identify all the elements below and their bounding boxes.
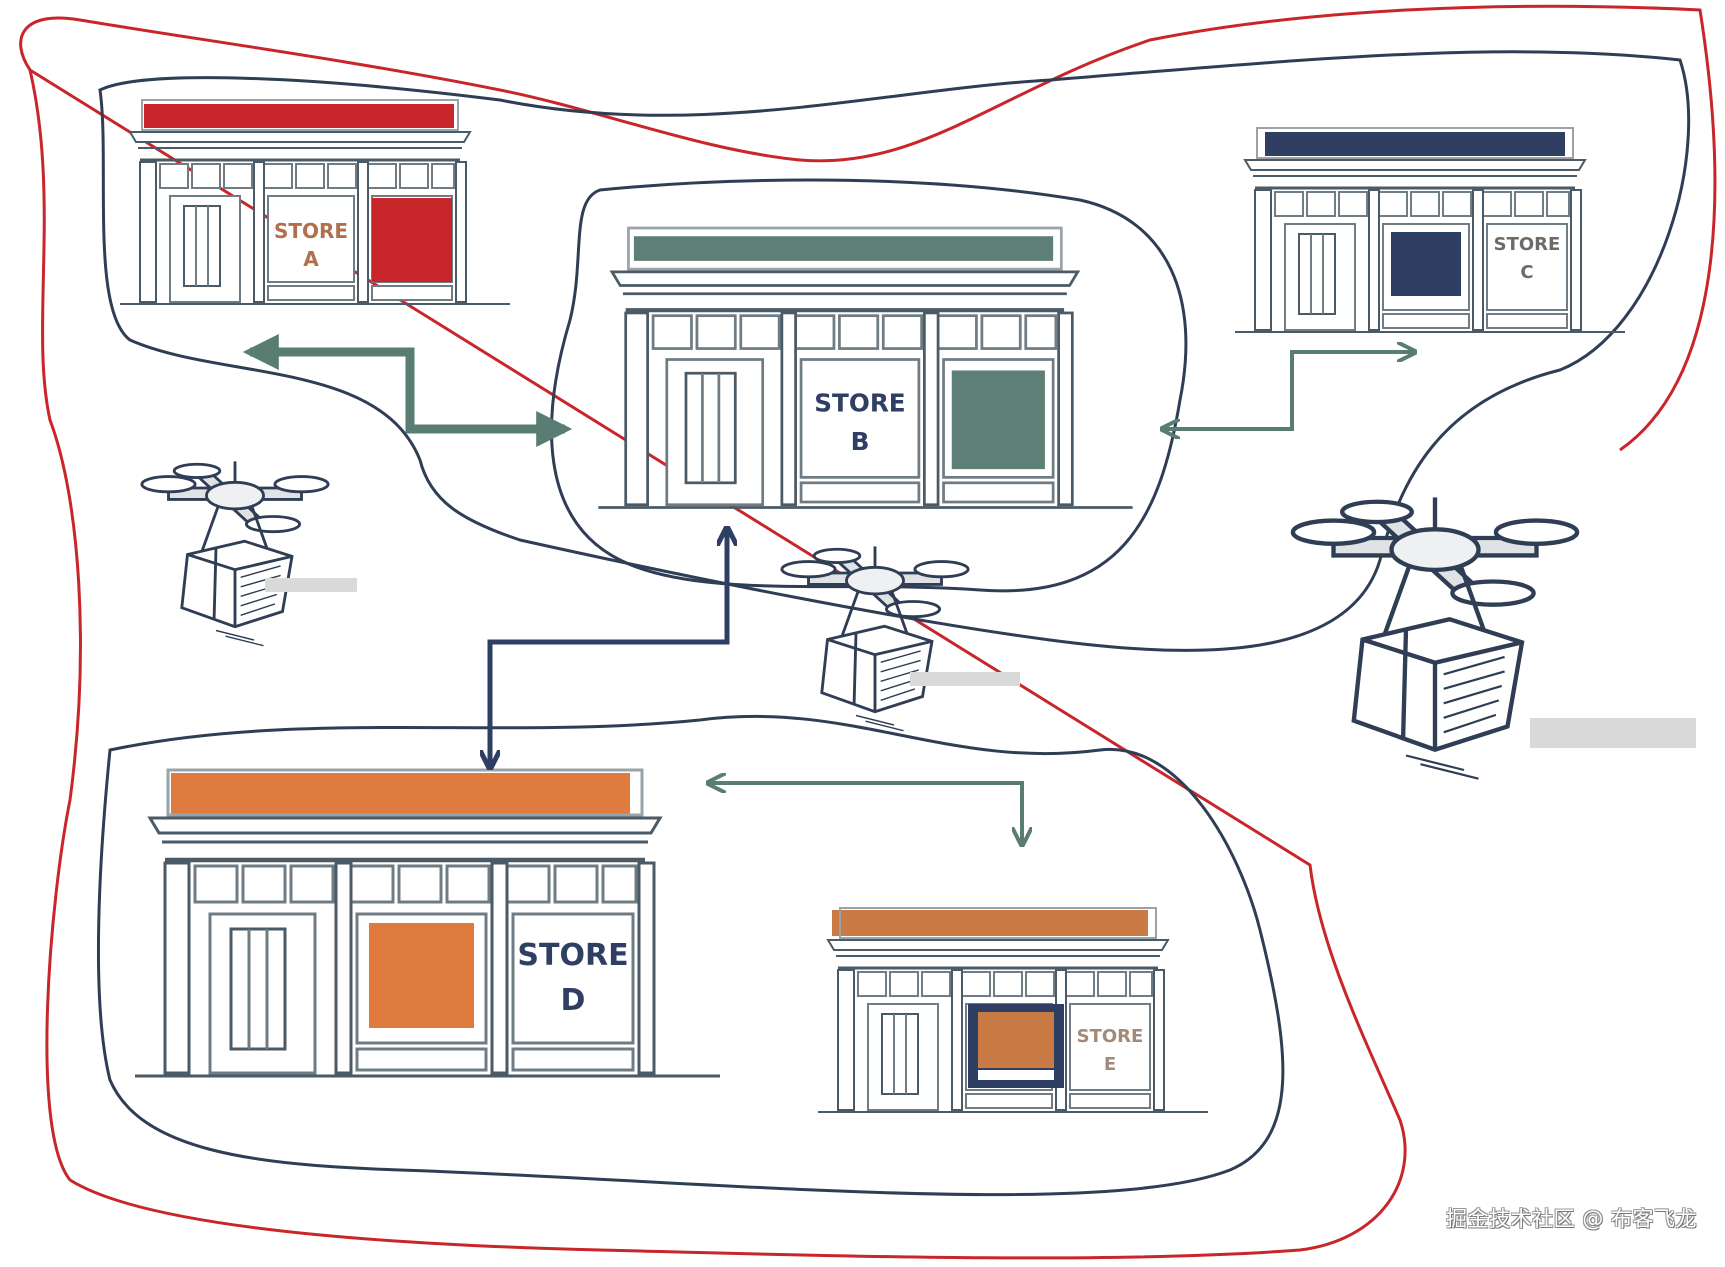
arrow-a-b [242,334,573,447]
store-e-sign [832,910,1148,936]
store-d: STORE D [135,770,720,1076]
drone-left-shadow-tag [265,578,357,592]
store-e-letter: E [1104,1054,1116,1075]
store-d-letter: D [561,983,586,1018]
store-b-window [951,370,1045,470]
store-c: STORE C [1233,126,1627,334]
store-b-label: STORE [814,389,905,418]
store-b: STORE B [598,228,1132,507]
drone-left [140,459,330,648]
store-a-window [372,198,452,282]
store-e: STORE E [816,906,1210,1114]
watermark: 掘金技术社区 @ 布客飞龙 [1446,1207,1697,1231]
store-c-window [1391,232,1461,296]
arrow-b-c [1162,352,1415,429]
store-a-label: STORE [274,219,348,243]
store-d-window [369,923,474,1028]
store-d-sign [171,773,630,815]
drone-center [780,544,970,733]
store-a: STORE A [118,98,512,306]
store-b-letter: B [851,427,870,456]
arrow-b-d [490,528,727,768]
store-a-sign [144,104,454,128]
drone-center-shadow-tag [910,672,1020,686]
arrow-d-e [708,783,1022,845]
store-c-letter: C [1520,262,1533,283]
outer-boundary [19,4,1717,1260]
store-b-sign [633,236,1054,261]
drone-right-shadow-tag [1530,718,1696,748]
store-c-label: STORE [1494,234,1561,255]
store-c-sign [1265,132,1565,156]
store-e-label: STORE [1077,1026,1144,1047]
store-d-label: STORE [517,938,628,973]
store-e-window [978,1012,1054,1068]
store-a-letter: A [303,247,319,271]
